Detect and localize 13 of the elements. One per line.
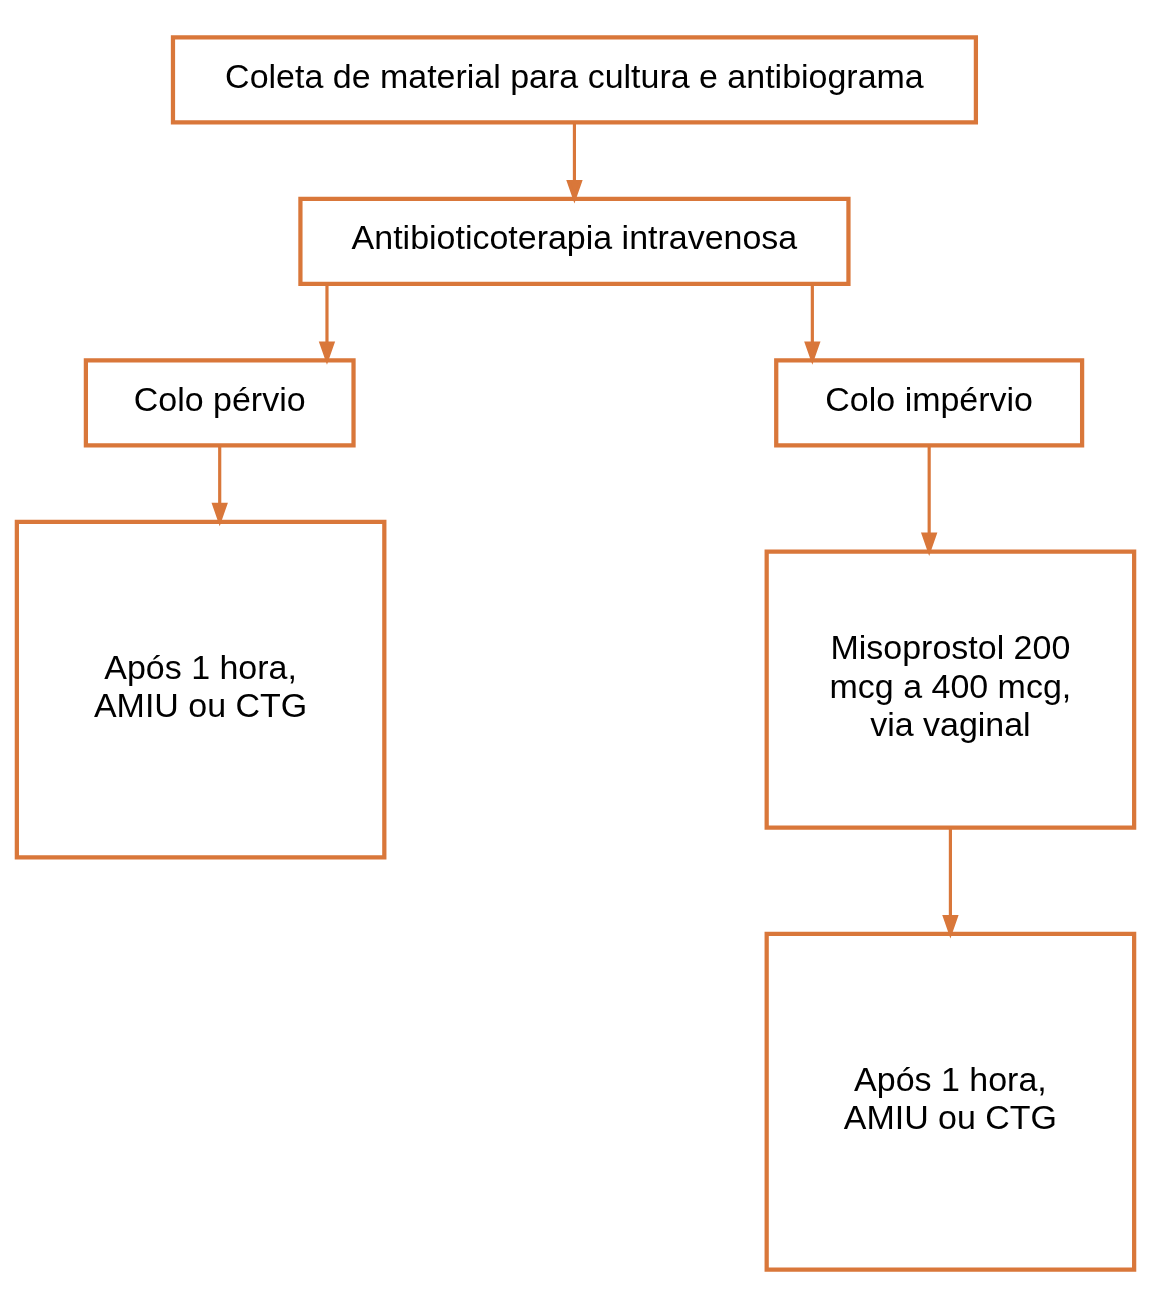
node-box: Colo pérvio [83,358,356,448]
node-box: Antibioticoterapia intravenosa [298,196,851,287]
arrow [566,123,583,204]
node-box: Colo impérvio [774,358,1085,448]
arrow [211,445,228,527]
arrow [920,445,938,556]
arrow [804,284,821,365]
node-box: Após 1 hora, AMIU ou CTG [14,519,387,860]
node-box: Após 1 hora, AMIU ou CTG [764,931,1137,1272]
node-box: Misoprostol 200 mcg a 400 mcg, via vaginal [764,549,1137,830]
node-box: Coleta de material para cultura e antibiograma [170,35,979,125]
arrow [318,284,336,365]
arrow [942,828,959,939]
